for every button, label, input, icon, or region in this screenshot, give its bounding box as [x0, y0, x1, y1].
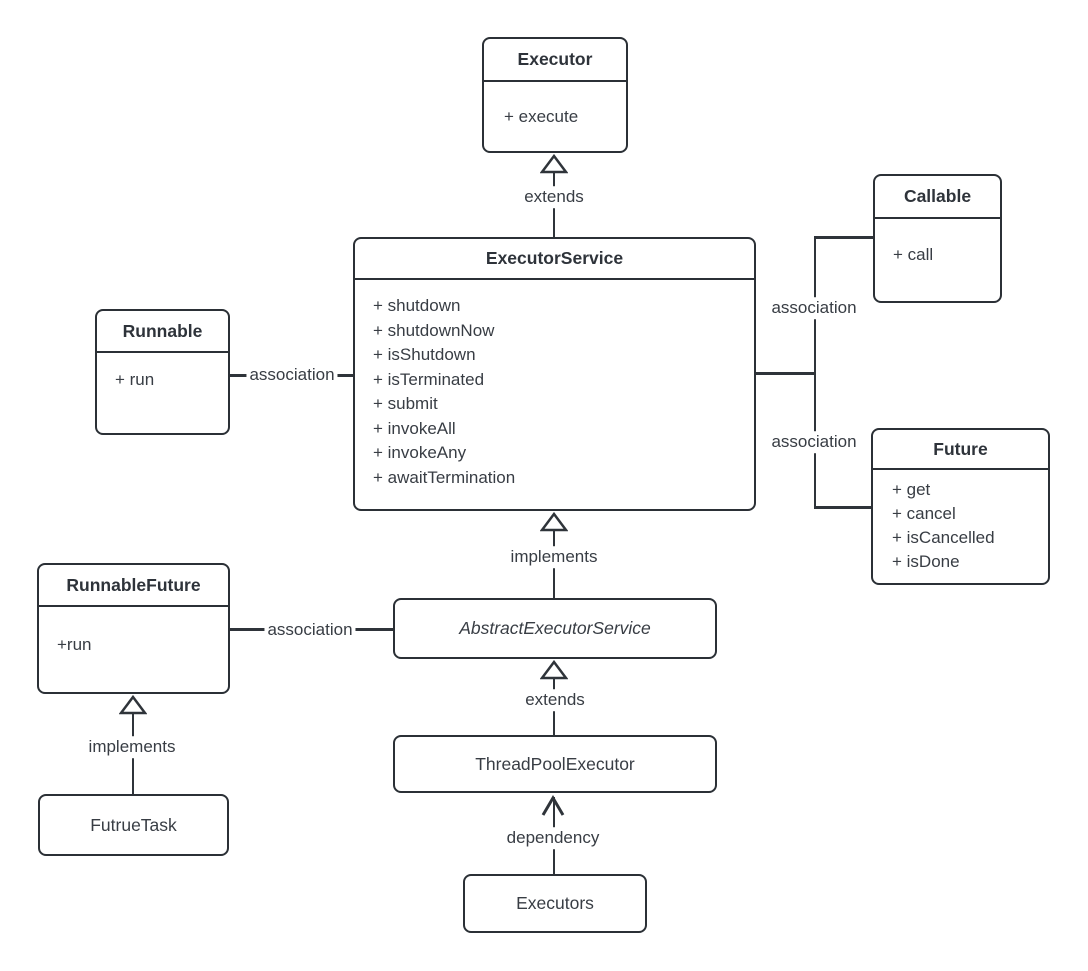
class-executors: Executors — [463, 874, 647, 933]
method-submit: + submit — [373, 394, 438, 413]
class-body-executor: + execute — [484, 82, 626, 127]
method-isshutdown: + isShutdown — [373, 345, 476, 364]
class-body-future: + get + cancel + isCancelled + isDone — [873, 470, 1048, 574]
class-title-future: Future — [873, 430, 1048, 470]
class-futruetask: FutrueTask — [38, 794, 229, 856]
method-get: + get — [892, 480, 931, 499]
class-abstractexecutorservice: AbstractExecutorService — [393, 598, 717, 659]
method-shutdown: + shutdown — [373, 296, 461, 315]
method-run: +run — [57, 635, 92, 654]
class-title-executorservice: ExecutorService — [355, 239, 754, 280]
method-run: + run — [115, 370, 155, 389]
method-isdone: + isDone — [892, 552, 960, 571]
edge-label-extends-bottom: extends — [522, 689, 588, 711]
edge-label-association-runnable: association — [246, 364, 338, 386]
association-edge-future-arm — [814, 506, 871, 509]
class-body-executorservice: + shutdown + shutdownNow + isShutdown + … — [355, 280, 754, 490]
class-body-runnablefuture: +run — [39, 607, 228, 655]
class-future: Future + get + cancel + isCancelled + is… — [871, 428, 1050, 585]
edge-label-association-callable: association — [768, 297, 860, 319]
dependency-arrow-icon — [541, 795, 565, 816]
edge-label-extends-top: extends — [521, 186, 587, 208]
edge-label-association-runnablefuture: association — [264, 619, 356, 641]
class-title-executor: Executor — [484, 39, 626, 82]
class-runnable: Runnable + run — [95, 309, 230, 435]
association-edge-executorservice-stub — [756, 372, 815, 375]
association-edge-callable-arm — [814, 236, 873, 239]
class-title-runnable: Runnable — [97, 311, 228, 353]
realization-arrow-icon — [540, 512, 568, 532]
method-invokeany: + invokeAny — [373, 443, 467, 462]
class-title-runnablefuture: RunnableFuture — [39, 565, 228, 607]
method-shutdownnow: + shutdownNow — [373, 320, 495, 340]
method-execute: + execute — [504, 107, 579, 126]
class-body-runnable: + run — [97, 353, 228, 390]
method-invokeall: + invokeAll — [373, 418, 456, 438]
class-executorservice: ExecutorService + shutdown + shutdownNow… — [353, 237, 756, 511]
class-body-callable: + call — [875, 219, 1000, 265]
class-executor: Executor + execute — [482, 37, 628, 153]
method-call: + call — [893, 245, 934, 264]
method-cancel: + cancel — [892, 504, 956, 523]
generalization-arrow-icon — [540, 154, 568, 174]
edge-label-implements-left: implements — [85, 736, 179, 758]
edge-label-implements-center: implements — [507, 546, 601, 568]
method-iscancelled: + isCancelled — [892, 528, 995, 547]
edge-label-dependency: dependency — [503, 827, 603, 849]
generalization-arrow-icon — [540, 660, 568, 680]
class-title-callable: Callable — [875, 176, 1000, 219]
edge-label-association-future: association — [768, 431, 860, 453]
realization-arrow-icon — [119, 695, 147, 715]
class-callable: Callable + call — [873, 174, 1002, 303]
class-runnablefuture: RunnableFuture +run — [37, 563, 230, 694]
class-threadpoolexecutor: ThreadPoolExecutor — [393, 735, 717, 793]
method-isterminated: + isTerminated — [373, 369, 485, 389]
method-awaittermination: + awaitTermination — [373, 467, 516, 487]
